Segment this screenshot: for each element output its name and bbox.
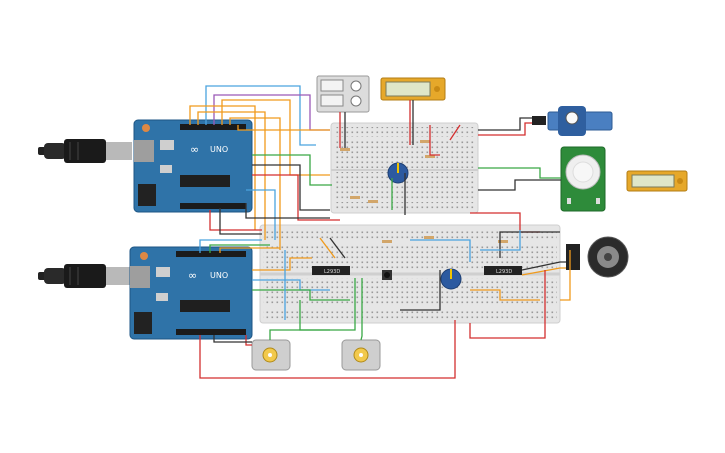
l293d-chip-icon: [312, 266, 350, 275]
multimeter[interactable]: [316, 75, 370, 113]
arduino-uno-bottom[interactable]: ∞ UNO: [129, 246, 253, 340]
wires: [189, 85, 571, 379]
usb-cable-bottom[interactable]: [38, 264, 132, 288]
arduino-logo-icon: ∞: [190, 143, 199, 156]
lcd-display-right[interactable]: [626, 170, 688, 192]
usb-cable-top[interactable]: [38, 139, 132, 163]
servo-motor[interactable]: [532, 106, 613, 136]
potentiometer-top[interactable]: [387, 162, 409, 184]
chip-label: L293D: [324, 269, 340, 275]
arduino-brand-label: UNO: [210, 271, 228, 280]
l293d-chip-right[interactable]: L293D: [484, 266, 522, 275]
arduino-logo-icon: ∞: [188, 269, 197, 282]
potentiometer-bottom[interactable]: [440, 268, 462, 290]
chip-label: L293D: [496, 269, 512, 275]
pir-sensor[interactable]: [560, 146, 606, 212]
arduino-brand-label: UNO: [210, 145, 228, 154]
arduino-uno-top[interactable]: ∞ UNO: [133, 119, 253, 213]
push-button[interactable]: [382, 270, 392, 280]
resistors: [340, 140, 508, 243]
lcd-display-top[interactable]: [380, 77, 446, 101]
stepper-motor[interactable]: [566, 236, 629, 278]
atmega-chip: [180, 175, 230, 187]
dc-motor-left[interactable]: [251, 339, 291, 371]
l293d-chip-icon: [484, 266, 522, 275]
l293d-chip-left[interactable]: L293D: [312, 266, 350, 275]
dc-motor-right[interactable]: [341, 339, 381, 371]
atmega-chip: [180, 300, 230, 312]
